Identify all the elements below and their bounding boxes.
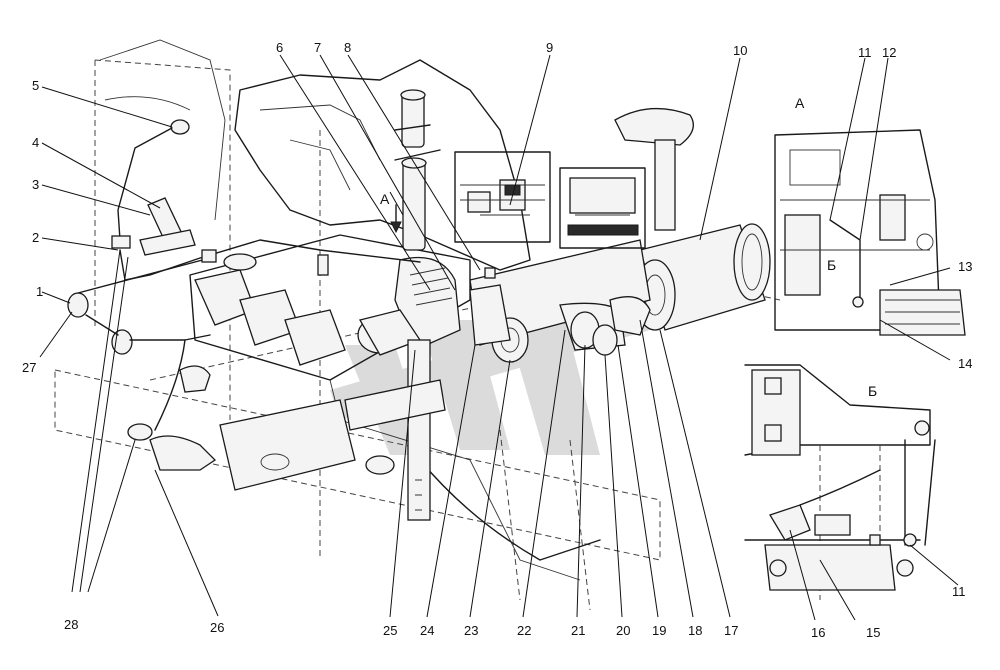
callout-12: 12 xyxy=(882,45,896,60)
callout-8: 8 xyxy=(344,40,351,55)
detail-view-b xyxy=(744,364,936,600)
detail-bracket-inset xyxy=(454,151,551,243)
callout-11-top: 11 xyxy=(858,45,872,60)
callout-6: 6 xyxy=(276,40,283,55)
leader-lines xyxy=(39,54,959,621)
callout-1: 1 xyxy=(36,284,43,299)
cab-seat xyxy=(99,39,226,221)
callout-18: 18 xyxy=(688,623,702,638)
callout-13: 13 xyxy=(958,259,972,274)
callout-7: 7 xyxy=(314,40,321,55)
callout-23: 23 xyxy=(464,623,478,638)
detail-clamp-inset xyxy=(559,167,646,249)
view-label-b-detail: Б xyxy=(868,383,877,399)
view-a-arrow xyxy=(390,204,402,234)
callout-2: 2 xyxy=(32,230,39,245)
callout-labels: 1 2 3 4 5 6 7 8 9 10 11 12 13 14 15 16 1… xyxy=(22,40,972,640)
callout-22: 22 xyxy=(517,623,531,638)
exhaust-system xyxy=(127,365,446,491)
callout-11-bottom: 11 xyxy=(952,584,966,599)
callout-26: 26 xyxy=(210,620,224,635)
view-labels: А А Б Б xyxy=(380,95,877,399)
callout-28: 28 xyxy=(64,617,78,632)
callout-21: 21 xyxy=(571,623,585,638)
air-intake-pipes xyxy=(394,89,441,251)
callout-20: 20 xyxy=(616,623,630,638)
callout-27: 27 xyxy=(22,360,36,375)
view-label-a-detail: А xyxy=(795,95,805,111)
callout-3: 3 xyxy=(32,177,39,192)
callout-19: 19 xyxy=(652,623,666,638)
callout-14: 14 xyxy=(958,356,972,371)
callout-10: 10 xyxy=(733,43,747,58)
callout-16: 16 xyxy=(811,625,825,640)
callout-15: 15 xyxy=(866,625,880,640)
callout-4: 4 xyxy=(32,135,39,150)
view-label-a-main: А xyxy=(380,191,390,207)
callout-5: 5 xyxy=(32,78,39,93)
view-label-b-in-a: Б xyxy=(827,257,836,273)
callout-24: 24 xyxy=(420,623,434,638)
detail-view-a xyxy=(774,129,966,336)
callout-9: 9 xyxy=(546,40,553,55)
engine-block xyxy=(189,59,601,581)
callout-25: 25 xyxy=(383,623,397,638)
callout-17: 17 xyxy=(724,623,738,638)
